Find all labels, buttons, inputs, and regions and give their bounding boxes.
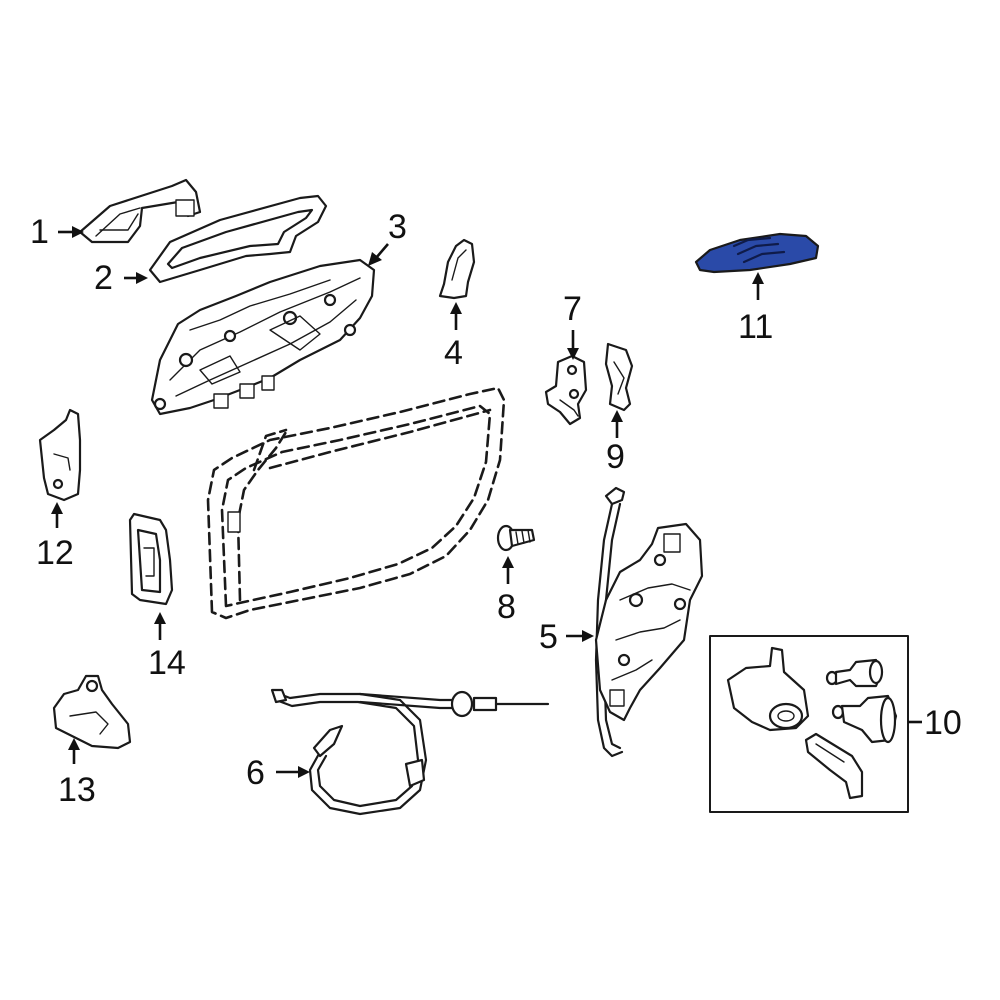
arrow-2 <box>124 272 148 284</box>
handle-carrier <box>150 258 376 416</box>
arrow-13 <box>68 738 80 764</box>
arrow-7 <box>567 330 579 360</box>
arrow-6 <box>276 766 310 778</box>
callout-4: 4 <box>444 334 463 372</box>
callout-8: 8 <box>497 588 516 626</box>
callout-13: 13 <box>58 771 96 809</box>
emergency-key-blade <box>804 732 864 800</box>
callout-9: 9 <box>606 438 625 476</box>
callout-1: 1 <box>30 213 49 251</box>
striker-shim <box>604 342 634 412</box>
arrow-1 <box>58 226 84 238</box>
striker <box>544 354 588 426</box>
handle-cover <box>438 238 476 300</box>
callout-11: 11 <box>738 308 774 346</box>
arrow-3 <box>368 243 389 266</box>
callout-14: 14 <box>148 644 186 682</box>
handle-seal <box>128 512 174 606</box>
callout-3: 3 <box>388 208 407 246</box>
lock-plug-large <box>831 694 898 744</box>
callout-6: 6 <box>246 754 265 792</box>
arrow-5 <box>566 630 594 642</box>
callout-10: 10 <box>924 704 962 742</box>
lock-plug-small <box>825 658 884 688</box>
door-outline <box>206 386 506 620</box>
latch-actuator <box>594 486 704 758</box>
arrow-12 <box>51 502 63 528</box>
callout-5: 5 <box>539 618 558 656</box>
callout-2: 2 <box>94 259 113 297</box>
arrow-8 <box>502 556 514 584</box>
key-fob <box>694 232 820 274</box>
handle-bezel <box>148 194 328 284</box>
arrow-11 <box>752 272 764 300</box>
arrow-14 <box>154 612 166 640</box>
check-strap-bracket <box>52 674 132 750</box>
callout-7: 7 <box>563 290 582 328</box>
callout-12: 12 <box>36 534 74 572</box>
lock-cylinder-kit-box <box>709 635 909 813</box>
release-cable <box>270 688 550 816</box>
bolt <box>496 524 536 552</box>
lock-cylinder <box>726 646 810 732</box>
arrow-9 <box>611 410 623 438</box>
arrow-4 <box>450 302 462 330</box>
door-pull-handle <box>78 178 202 244</box>
latch-bracket <box>38 408 82 502</box>
